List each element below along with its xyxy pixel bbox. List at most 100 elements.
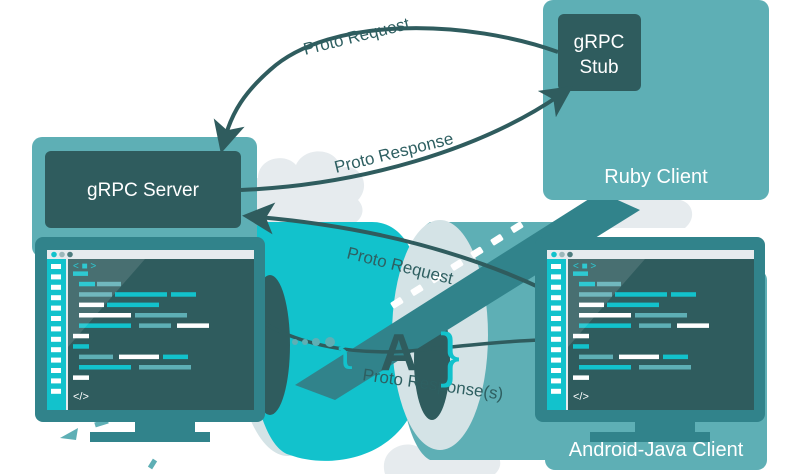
- monitor-base: [590, 432, 710, 442]
- monitor-left: < ■ ></>: [35, 237, 265, 442]
- code-line-segment: [79, 313, 131, 318]
- window-dot-icon: [59, 251, 65, 258]
- line-number-mark: [51, 347, 61, 353]
- line-number-mark: [51, 305, 61, 311]
- line-number-mark: [551, 388, 561, 394]
- code-line-segment: [579, 292, 612, 297]
- code-line-segment: [135, 313, 187, 318]
- code-line-segment: [177, 323, 209, 328]
- line-number-mark: [51, 284, 61, 290]
- label-top-request: Proto Request: [301, 14, 411, 59]
- code-line-segment: [115, 292, 167, 297]
- line-number-mark: [551, 284, 561, 290]
- window-dot-icon: [51, 251, 57, 258]
- code-line-segment: [73, 344, 89, 349]
- code-line-segment: [73, 333, 89, 339]
- line-number-mark: [51, 274, 61, 280]
- code-line-segment: [573, 375, 589, 380]
- code-close-tag: </>: [573, 391, 589, 403]
- line-number-mark: [551, 305, 561, 311]
- line-number-mark: [551, 378, 561, 384]
- screen-glare: [68, 259, 145, 347]
- logo-letter: A: [380, 324, 418, 382]
- monitor-screen: [547, 250, 754, 410]
- code-line-segment: [79, 292, 112, 297]
- code-line-segment: [73, 375, 89, 380]
- line-number-mark: [51, 388, 61, 394]
- window-dot-icon: [559, 251, 565, 258]
- line-gutter: [547, 259, 566, 410]
- monitor-right: < ■ > </>: [535, 237, 765, 442]
- code-line-segment: [579, 323, 631, 328]
- arrow-top-response: [240, 85, 574, 192]
- code-line-segment: [579, 365, 631, 370]
- code-line-segment: [573, 344, 589, 349]
- window-dot-icon: [67, 251, 73, 258]
- grpc-server: gRPC Server: [32, 137, 257, 257]
- grpc-server-label: gRPC Server: [87, 180, 200, 201]
- code-line-segment: [619, 354, 659, 360]
- code-line-segment: [79, 323, 131, 328]
- code-line-segment: [573, 333, 589, 339]
- code-line-segment: [579, 313, 631, 318]
- film-hole: [510, 221, 524, 233]
- film-hole: [430, 272, 444, 284]
- monitor-base: [90, 432, 210, 442]
- code-line-segment: [171, 292, 196, 297]
- line-number-mark: [551, 316, 561, 321]
- arrow-top-request: [213, 26, 559, 154]
- code-line-segment: [163, 354, 188, 360]
- line-number-mark: [51, 326, 61, 332]
- code-line-segment: [97, 281, 121, 287]
- screen-glare: [568, 259, 645, 347]
- window-titlebar: [47, 250, 254, 259]
- grpc-server-box: [45, 151, 241, 228]
- arrow-bottom-request: [242, 202, 546, 292]
- code-line-segment: [139, 365, 191, 370]
- android-client-label: Android-Java Client: [569, 439, 744, 461]
- code-line-segment: [597, 281, 621, 287]
- line-number-mark: [551, 295, 561, 301]
- logo-brace-close: }: [440, 321, 460, 388]
- film-hole: [470, 246, 484, 258]
- code-line-segment: [579, 281, 595, 287]
- grpc-stub-box: [558, 14, 641, 91]
- line-number-mark: [51, 378, 61, 384]
- window-dot-icon: [551, 251, 557, 258]
- film-hole: [530, 209, 544, 221]
- line-number-mark: [51, 368, 61, 373]
- line-number-mark: [51, 316, 61, 321]
- code-line-segment: [79, 302, 104, 308]
- line-number-mark: [551, 264, 561, 269]
- code-close-tag: </>: [73, 391, 89, 403]
- code-open-tag: < ■ >: [573, 261, 596, 272]
- center-logo: { A }: [338, 321, 460, 388]
- code-line-segment: [635, 313, 687, 318]
- code-line-segment: [119, 354, 159, 360]
- line-number-mark: [551, 347, 561, 353]
- code-line-segment: [79, 365, 131, 370]
- line-gutter: [47, 259, 66, 410]
- line-number-mark: [51, 336, 61, 342]
- line-number-mark: [51, 264, 61, 269]
- stub-label-line2: Stub: [579, 57, 618, 78]
- code-line-segment: [615, 292, 667, 297]
- code-line-segment: [573, 271, 588, 276]
- code-line-segment: [107, 302, 159, 308]
- code-line-segment: [639, 365, 691, 370]
- code-line-segment: [607, 302, 659, 308]
- code-line-segment: [639, 323, 671, 328]
- stub-label-line1: gRPC: [574, 32, 625, 53]
- code-line-segment: [579, 354, 613, 360]
- ruby-client: gRPC Stub Ruby Client: [543, 0, 769, 200]
- gutter-divider: [66, 259, 68, 410]
- line-number-mark: [551, 368, 561, 373]
- code-line-segment: [677, 323, 709, 328]
- gutter-divider: [566, 259, 568, 410]
- line-number-mark: [51, 357, 61, 363]
- line-number-mark: [51, 295, 61, 301]
- dotted-stream: [292, 337, 335, 347]
- code-line-segment: [663, 354, 688, 360]
- line-number-mark: [551, 357, 561, 363]
- code-line-segment: [79, 354, 113, 360]
